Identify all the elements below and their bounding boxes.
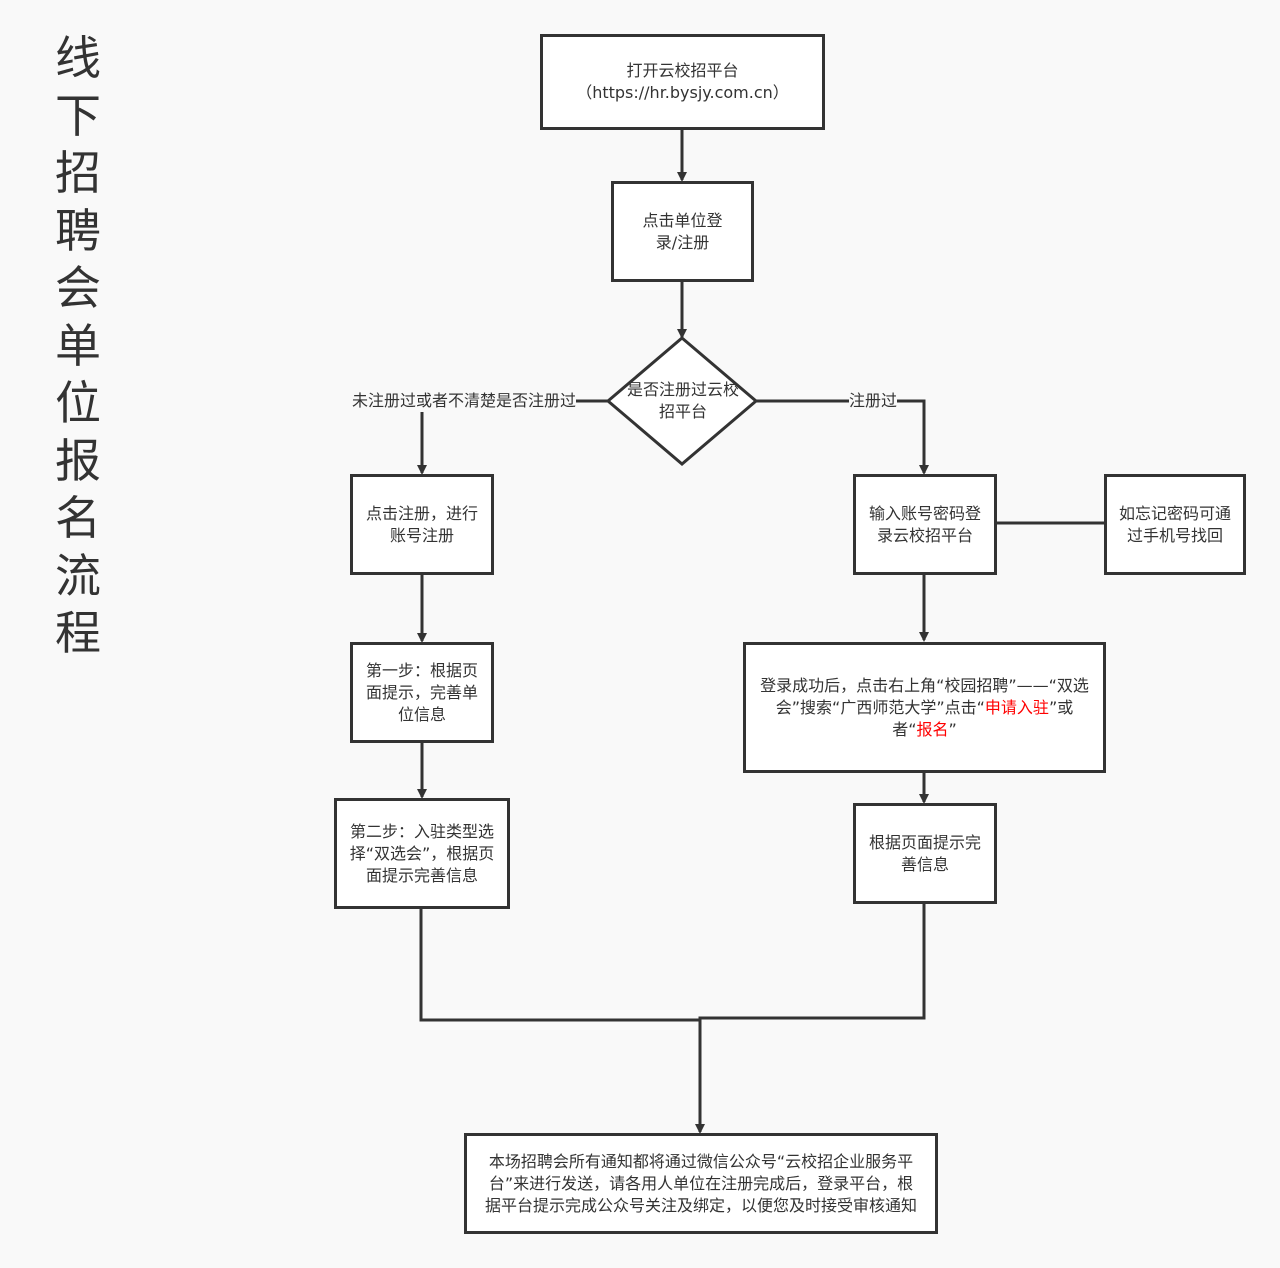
decision-label: 是否注册过云校招平台 [626, 380, 739, 421]
account-login-label: 输入账号密码登录云校招平台 [868, 503, 981, 545]
decision-diamond [605, 336, 759, 466]
apply-highlight-apply: 申请入驻 [984, 697, 1049, 717]
node-notice: 本场招聘会所有通知都将通过微信公众号“云校招企业服务平台”来进行发送，请各用人单… [464, 1133, 938, 1234]
node-apply: 登录成功后，点击右上角“校园招聘”——“双选会”搜索“广西师范大学”点击“申请入… [743, 642, 1106, 773]
diagram-title: 线下招聘会单位报名流程 [55, 31, 101, 660]
node-step1: 第一步：根据页面提示，完善单位信息 [350, 642, 494, 743]
forgot-password-label: 如忘记密码可通过手机号找回 [1118, 503, 1231, 545]
notice-label: 本场招聘会所有通知都将通过微信公众号“云校招企业服务平台”来进行发送，请各用人单… [484, 1151, 917, 1215]
apply-highlight-signup: 报名 [916, 719, 949, 739]
step2-label: 第二步：入驻类型选择“双选会”，根据页面提示完善信息 [349, 821, 495, 885]
node-open-platform: 打开云校招平台 （https://hr.bysjy.com.cn） [540, 34, 825, 130]
edge-step2-to-notice [419, 907, 700, 1022]
apply-text-2: ”或者“ [892, 697, 1074, 739]
step1-label: 第一步：根据页面提示，完善单位信息 [365, 660, 478, 724]
node-register: 点击注册，进行账号注册 [350, 474, 494, 575]
apply-label: 登录成功后，点击右上角“校园招聘”——“双选会”搜索“广西师范大学”点击“申请入… [760, 675, 1089, 741]
node-forgot-password: 如忘记密码可通过手机号找回 [1104, 474, 1246, 575]
click-login-label: 点击单位登录/注册 [642, 210, 723, 252]
platform-url: （https://hr.bysjy.com.cn） [576, 83, 789, 102]
edge-label-registered: 注册过 [849, 390, 898, 412]
edge-decision-to-account-login [756, 399, 929, 475]
node-complete-info: 根据页面提示完善信息 [853, 803, 997, 904]
node-step2: 第二步：入驻类型选择“双选会”，根据页面提示完善信息 [334, 798, 510, 909]
complete-info-label: 根据页面提示完善信息 [868, 832, 981, 874]
open-platform-label: 打开云校招平台 [626, 61, 739, 80]
register-label: 点击注册，进行账号注册 [365, 503, 478, 545]
node-account-login: 输入账号密码登录云校招平台 [853, 474, 997, 575]
node-click-login: 点击单位登录/注册 [611, 181, 754, 282]
apply-text-1: 登录成功后，点击右上角“校园招聘”——“双选会”搜索“广西师范大学”点击“ [760, 675, 1089, 717]
apply-text-3: ” [948, 719, 957, 739]
edge-complete-to-notice [695, 902, 926, 1134]
edge-label-not-registered: 未注册过或者不清楚是否注册过 [352, 390, 577, 412]
